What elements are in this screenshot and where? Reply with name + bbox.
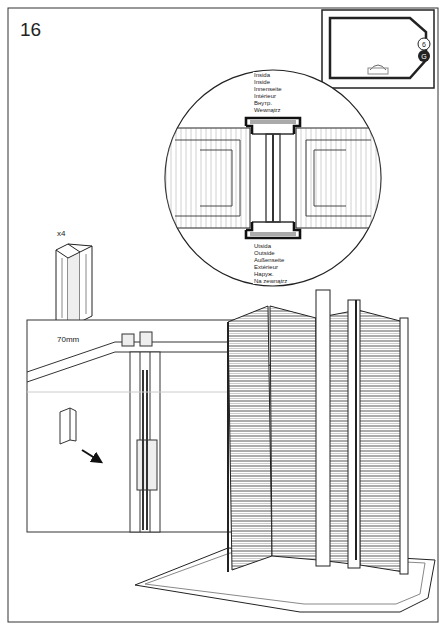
callout-label: x4 — [57, 230, 65, 238]
side-label: Utsida — [253, 243, 272, 249]
side-label: Extérieur — [253, 264, 279, 270]
side-label: Na zewnątrz — [253, 278, 288, 284]
callout-label: 6 — [422, 41, 426, 48]
side-label: Wewnątrz — [253, 107, 282, 113]
callout-label: G — [421, 53, 426, 60]
callout-label: 70mm — [57, 336, 79, 344]
side-label: Outside — [253, 250, 276, 256]
side-label: Inside — [253, 79, 271, 85]
side-label: Intérieur — [253, 93, 277, 99]
side-label: Наруж. — [253, 271, 275, 277]
side-label: Innenseite — [253, 86, 283, 92]
step-number: 16 — [20, 20, 41, 39]
side-label: Insida — [253, 72, 271, 78]
side-label: Außenseite — [253, 257, 285, 263]
side-label: Внутр. — [253, 100, 273, 106]
